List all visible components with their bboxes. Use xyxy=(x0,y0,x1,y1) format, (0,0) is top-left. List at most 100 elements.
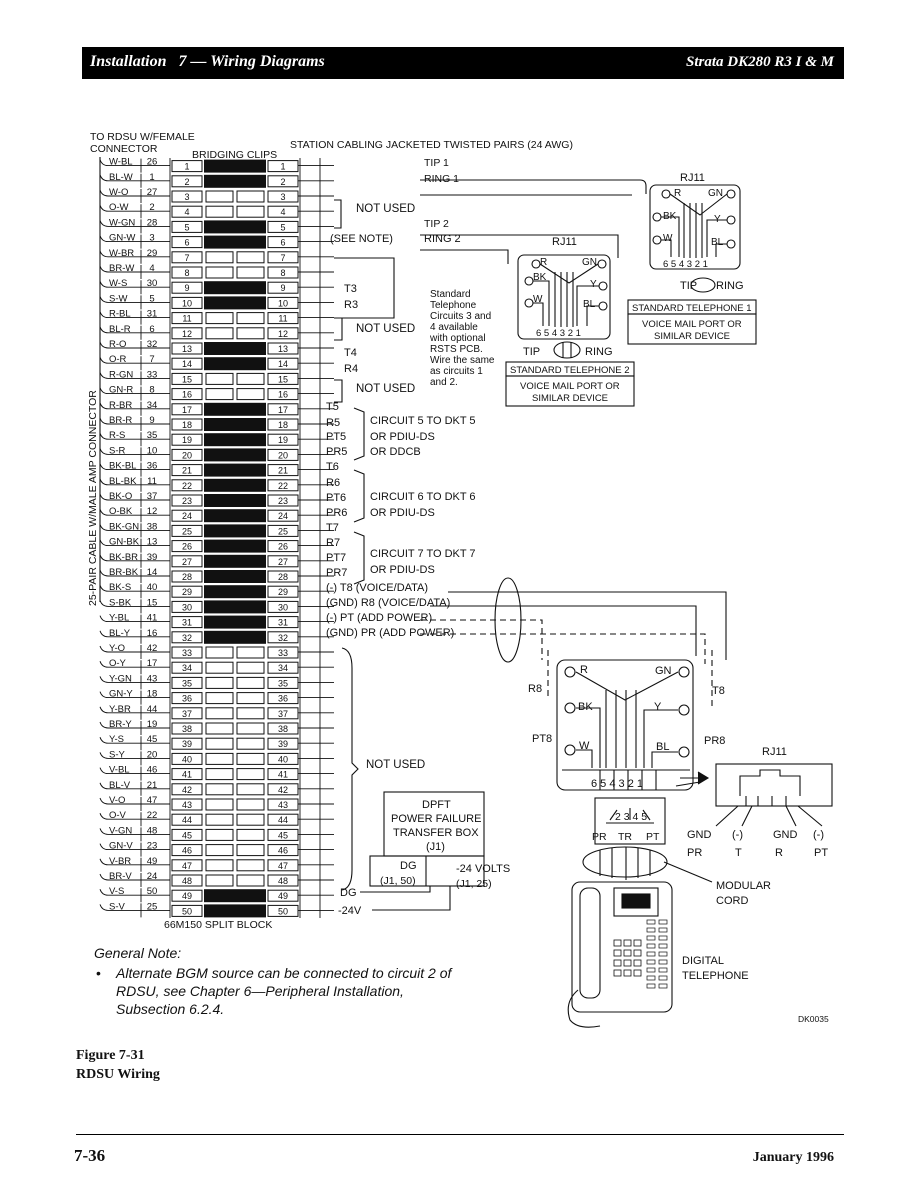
pair-color-label: Y-S xyxy=(109,734,124,745)
rj-wire-top: GND xyxy=(687,829,712,841)
jack-label: W xyxy=(579,740,590,752)
connector-wire xyxy=(99,220,170,227)
pair-pin-number: 29 xyxy=(147,248,158,259)
terminal-right xyxy=(267,220,299,233)
label-t6: T6 xyxy=(326,461,339,473)
general-note: General Note: Alternate BGM source can b… xyxy=(94,944,514,1018)
terminal-left xyxy=(171,494,203,507)
pair-color-label: BK-GN xyxy=(109,521,139,532)
bridging-clip xyxy=(204,615,266,629)
plug-pr: PR xyxy=(592,831,607,843)
terminal-right xyxy=(267,859,299,872)
header-product: Strata DK280 R3 I & M xyxy=(686,54,834,70)
terminal-left xyxy=(171,768,203,781)
circuit7-line: CIRCUIT 7 TO DKT 7 xyxy=(370,548,476,560)
terminal-number: 25 xyxy=(182,526,192,536)
pair-color-label: O-BK xyxy=(109,506,133,517)
terminal-number: 4 xyxy=(280,207,285,217)
terminal-number: 5 xyxy=(184,222,189,232)
circuit6-line: OR PDIU-DS xyxy=(370,507,435,519)
feature-key xyxy=(646,959,656,965)
label-pt6: PT6 xyxy=(326,492,346,504)
figure-number: Figure 7-31 xyxy=(76,1048,145,1063)
terminal-number: 28 xyxy=(182,572,192,582)
connector-wire xyxy=(99,159,170,167)
label-pt5: PT5 xyxy=(326,431,346,443)
pair-color-label: S-V xyxy=(109,901,126,912)
pair-pin-number: 20 xyxy=(147,749,158,760)
terminal-right xyxy=(267,874,299,887)
label-t8: (-) T8 (VOICE/DATA) xyxy=(326,582,428,594)
split-terminal xyxy=(236,722,265,735)
connector-wire xyxy=(99,630,170,638)
pair-pin-number: 1 xyxy=(149,172,154,183)
terminal-right xyxy=(267,357,299,370)
split-terminal xyxy=(236,205,265,218)
bridging-clip xyxy=(204,296,266,310)
terminal-number: 7 xyxy=(280,253,285,263)
terminal-number: 27 xyxy=(278,557,288,567)
bridging-clip xyxy=(204,904,266,918)
pair-color-label: BK-BL xyxy=(109,461,136,472)
terminal-number: 41 xyxy=(182,770,192,780)
label-ring-1: RING xyxy=(716,280,744,292)
jack-label: BL xyxy=(711,237,724,248)
pair-pin-number: 43 xyxy=(147,673,158,684)
split-terminal xyxy=(236,707,265,720)
pair-pin-number: 13 xyxy=(147,537,158,548)
terminal-number: 3 xyxy=(280,192,285,202)
label-neg24: -24V xyxy=(338,905,362,917)
terminal-right xyxy=(267,205,299,218)
pair-pin-number: 30 xyxy=(147,278,158,289)
terminal-left xyxy=(171,676,203,689)
connector-wire xyxy=(99,281,170,288)
connector-wire xyxy=(99,782,170,790)
terminal-number: 47 xyxy=(182,861,192,871)
terminal-number: 39 xyxy=(278,739,288,749)
terminal-right xyxy=(267,600,299,613)
label-not-used-1: NOT USED xyxy=(356,203,415,215)
connector-wire xyxy=(99,676,170,683)
terminal-left xyxy=(171,904,203,917)
terminal-left xyxy=(171,266,203,279)
terminal-number: 10 xyxy=(182,298,192,308)
terminal-right xyxy=(267,555,299,568)
connector-wire xyxy=(99,189,170,197)
terminal-number: 19 xyxy=(278,435,288,445)
pair-pin-number: 24 xyxy=(147,871,158,882)
pair-pin-number: 6 xyxy=(149,324,154,335)
split-terminal xyxy=(205,768,234,781)
terminal-left xyxy=(171,175,203,188)
terminal-number: 22 xyxy=(278,481,288,491)
terminal-number: 41 xyxy=(278,770,288,780)
terminal-right xyxy=(267,312,299,325)
feature-key xyxy=(646,943,656,949)
feature-key xyxy=(646,951,656,957)
terminal-number: 43 xyxy=(278,800,288,810)
split-terminal xyxy=(205,266,234,279)
connector-wire xyxy=(99,341,170,349)
connector-wire xyxy=(99,372,170,379)
terminal-number: 22 xyxy=(182,481,192,491)
terminal-number: 34 xyxy=(278,663,288,673)
terminal-number: 4 xyxy=(184,207,189,217)
pair-color-label: O-V xyxy=(109,810,127,821)
dpft-dg-pin: (J1, 50) xyxy=(380,875,416,887)
feature-key xyxy=(658,935,668,941)
terminal-left xyxy=(171,555,203,568)
label-not-used-2: NOT USED xyxy=(356,323,415,335)
bridging-clip xyxy=(204,402,266,416)
terminal-number: 27 xyxy=(182,557,192,567)
terminal-number: 11 xyxy=(182,314,191,324)
terminal-left xyxy=(171,859,203,872)
